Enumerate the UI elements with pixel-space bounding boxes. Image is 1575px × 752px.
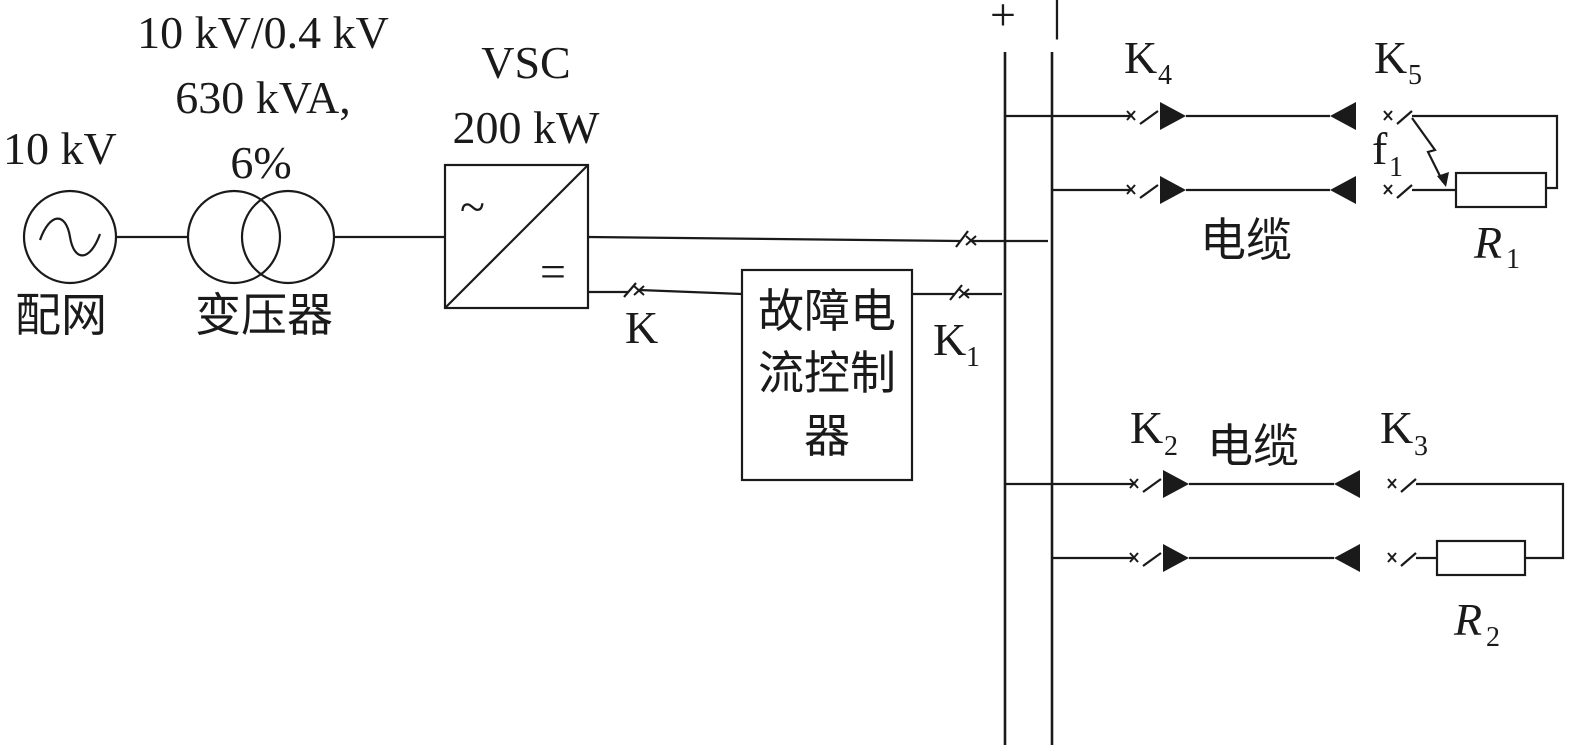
transformer-name-label: 变压器 [195, 290, 333, 341]
switch-k3-row1 [1387, 478, 1417, 493]
switch-k5-row1 [1383, 110, 1413, 125]
vsc-dc-symbol: = [540, 246, 566, 297]
lower-feeder-return [1416, 482, 1565, 560]
resistor-r2-subscript: 2 [1486, 622, 1500, 653]
upper-feeder-return [1412, 114, 1559, 190]
switch-k1-label: K [933, 314, 966, 365]
transformer-symbol [186, 189, 336, 285]
source-name-label: 配网 [15, 290, 107, 341]
resistor-r1-subscript: 1 [1506, 244, 1520, 275]
vsc-upper-wire [587, 235, 961, 243]
fault-f1-arrow [1411, 117, 1449, 187]
switch-k4-label: K [1124, 32, 1157, 83]
transformer-rating-line3: 6% [230, 137, 291, 188]
switch-k4-row2 [1126, 184, 1159, 199]
transformer-rating-line2: 630 kVA, [175, 72, 351, 123]
switch-k1-subscript: 1 [966, 342, 980, 373]
switch-k4-row1 [1126, 110, 1159, 125]
switch-k5-label: K [1374, 32, 1407, 83]
vsc-name-label: VSC [481, 37, 570, 88]
controller-label-line3: 器 [804, 411, 850, 462]
switch-k3-row2 [1387, 552, 1417, 567]
switch-k2-subscript: 2 [1164, 431, 1178, 462]
fault-f1-label: f [1372, 123, 1388, 174]
vsc-ac-symbol: ~ [460, 181, 485, 232]
switch-k3-subscript: 3 [1414, 431, 1428, 462]
switch-k2-row1 [1129, 478, 1162, 493]
switch-k5-row2 [1383, 184, 1413, 199]
resistor-r2-label: R [1453, 594, 1482, 645]
arrow-k3-row2 [1334, 544, 1360, 572]
resistor-r1-label: R [1473, 217, 1502, 268]
controller-label-line1: 故障电 [758, 286, 896, 337]
lower-cable-label: 电缆 [1207, 421, 1299, 472]
resistor-r2 [1435, 539, 1527, 577]
vsc-power-label: 200 kW [453, 102, 601, 153]
switch-k2-label: K [1130, 402, 1163, 453]
switch-k3-label: K [1380, 402, 1413, 453]
grid-source-symbol [22, 189, 118, 285]
arrow-k2-row1 [1163, 470, 1189, 498]
k-controller-wire [638, 288, 743, 296]
arrow-k5-row2 [1330, 176, 1356, 204]
vsc-box [443, 163, 590, 310]
arrow-k2-row2 [1163, 544, 1189, 572]
arrow-k5-row1 [1330, 102, 1356, 130]
bus-minus-label: | [1052, 0, 1061, 40]
switch-k-label: K [625, 302, 658, 353]
controller-label-line2: 流控制 [758, 348, 896, 399]
switch-k1 [949, 284, 970, 301]
fault-f1-subscript: 1 [1389, 152, 1403, 183]
switch-k5-subscript: 5 [1408, 60, 1422, 91]
switch-upper-bus [955, 230, 977, 248]
arrow-k4-row1 [1160, 102, 1186, 130]
bus-plus-label: + [990, 0, 1016, 40]
arrow-k3-row1 [1334, 470, 1360, 498]
upper-cable-label: 电缆 [1200, 215, 1292, 266]
switch-k4-subscript: 4 [1158, 60, 1172, 91]
source-voltage-label: 10 kV [3, 123, 117, 174]
transformer-rating-line1: 10 kV/0.4 kV [137, 7, 389, 58]
fault-current-controller-box [740, 268, 914, 482]
resistor-r1 [1454, 171, 1548, 209]
arrow-k4-row2 [1160, 176, 1186, 204]
switch-k2-row2 [1129, 552, 1162, 567]
